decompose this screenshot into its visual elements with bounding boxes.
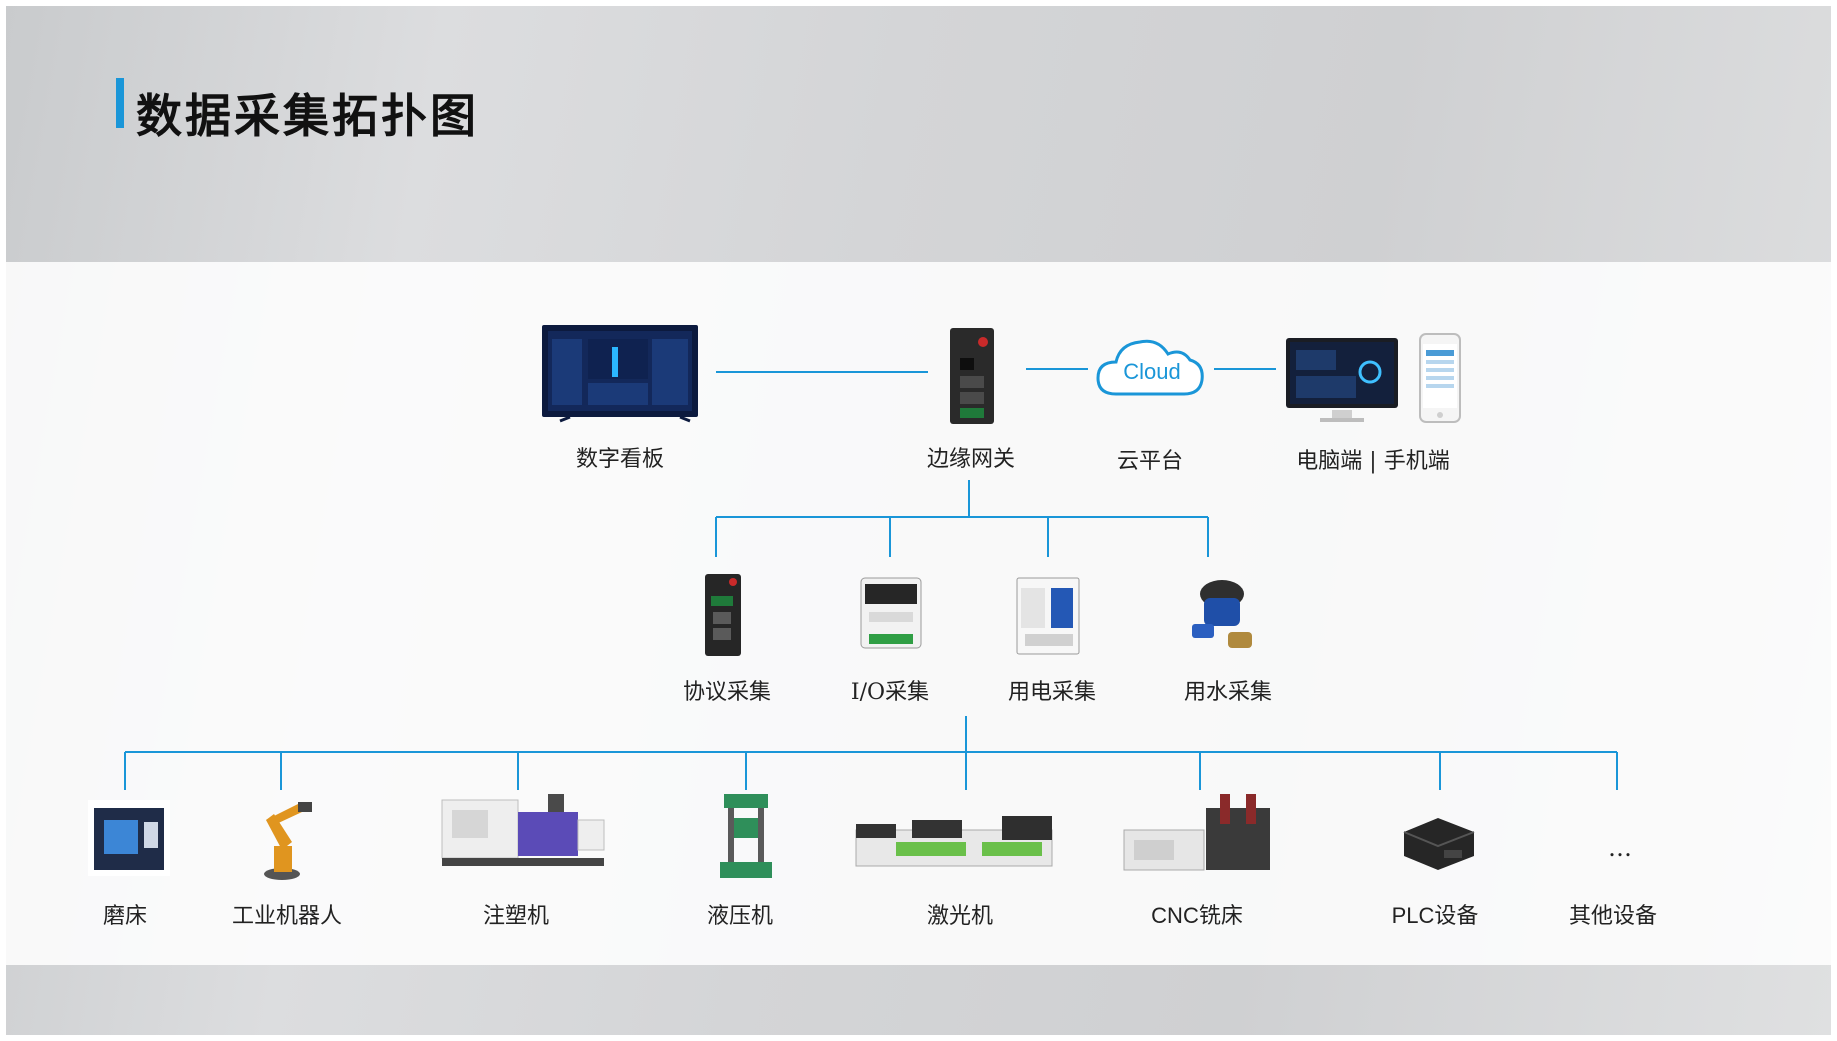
- label-protocol-collection: 协议采集: [682, 680, 772, 705]
- label-digital-board: 数字看板: [575, 447, 665, 472]
- label-io-collection: I/O采集: [850, 680, 930, 705]
- grinder-machine-icon: [88, 800, 170, 876]
- hydraulic-press-icon: [720, 794, 772, 878]
- injection-molding-machine-icon: [441, 794, 605, 866]
- computer-monitor-icon: [1286, 338, 1398, 422]
- label-plc-device: PLC设备: [1391, 903, 1479, 928]
- label-water-collection: 用水采集: [1183, 680, 1273, 705]
- cnc-milling-machine-icon: [1123, 794, 1270, 871]
- plc-device-icon: [1403, 818, 1475, 870]
- label-pc-mobile: 电脑端 | 手机端: [1296, 449, 1450, 474]
- mobile-phone-icon: [1419, 333, 1461, 423]
- power-meter-icon: [1016, 577, 1080, 655]
- edge-gateway-icon: [950, 328, 994, 424]
- laser-machine-icon: [855, 816, 1053, 867]
- title-accent-bar: [116, 78, 124, 128]
- cloud-logo-text: Cloud: [1123, 359, 1180, 384]
- io-collector-icon: [860, 577, 922, 649]
- label-power-collection: 用电采集: [1007, 680, 1097, 705]
- label-cnc-milling: CNC铣床: [1151, 903, 1243, 928]
- label-edge-gateway: 边缘网关: [926, 447, 1016, 472]
- label-grinder: 磨床: [102, 904, 148, 929]
- digital-board-icon: [542, 325, 698, 423]
- label-injection-molding: 注塑机: [482, 904, 550, 929]
- label-other-devices: 其他设备: [1568, 904, 1658, 929]
- water-meter-icon: [1192, 580, 1252, 648]
- cloud-icon: Cloud: [1096, 339, 1204, 396]
- label-laser-machine: 激光机: [926, 904, 994, 929]
- page-title: 数据采集拓扑图: [136, 89, 479, 143]
- other-devices-ellipsis: …: [1608, 834, 1632, 862]
- protocol-collector-icon: [705, 574, 741, 656]
- industrial-robot-icon: [264, 802, 312, 880]
- label-hydraulic-press: 液压机: [706, 904, 774, 929]
- label-cloud-platform: 云平台: [1116, 449, 1184, 474]
- label-industrial-robot: 工业机器人: [231, 904, 343, 929]
